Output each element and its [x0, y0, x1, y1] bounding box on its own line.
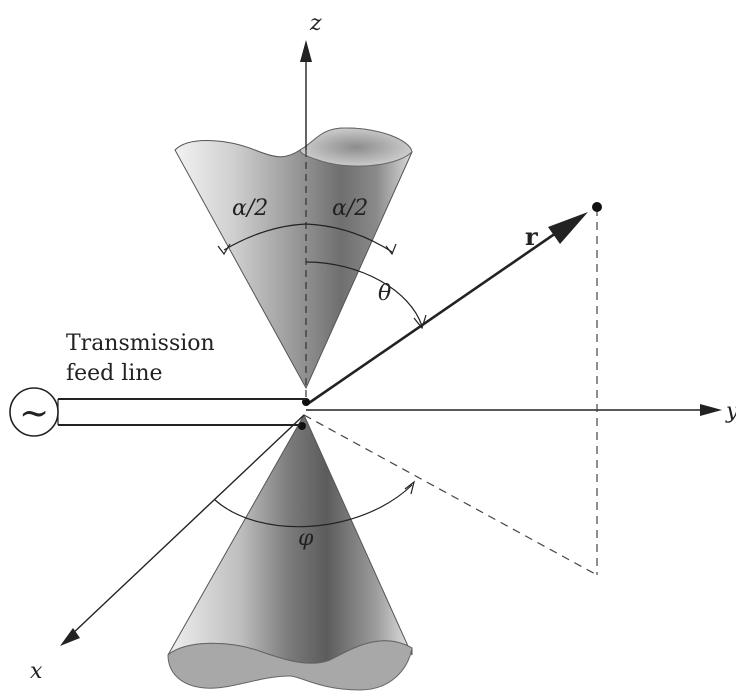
phi-arc: φ: [214, 480, 416, 551]
lower-cone: [167, 413, 413, 691]
upper-cone: [174, 127, 413, 390]
theta-label: θ: [378, 281, 391, 306]
r-vector-label: r: [525, 222, 538, 251]
x-axis-label: x: [30, 659, 43, 684]
projection-lines: [303, 208, 598, 576]
theta-arc: θ: [305, 261, 427, 330]
z-axis-label: z: [309, 11, 322, 36]
transmission-feed-line: Transmission feed line: [57, 331, 306, 426]
alpha-arcs: α/2 α/2: [217, 196, 397, 256]
phi-label: φ: [298, 526, 314, 551]
z-axis: z: [300, 11, 322, 398]
r-vector: r: [305, 202, 602, 407]
observation-point: [592, 202, 602, 212]
alpha-right-label: α/2: [332, 196, 368, 221]
y-axis-label: y: [725, 399, 736, 424]
transmission-label-line2: feed line: [66, 361, 163, 386]
transmission-label-line1: Transmission: [66, 331, 215, 356]
ac-source-icon: ~: [9, 387, 59, 437]
y-axis: y: [306, 399, 736, 424]
source-symbol: ~: [19, 393, 49, 434]
alpha-left-label: α/2: [232, 196, 268, 221]
x-axis: x: [30, 414, 305, 684]
